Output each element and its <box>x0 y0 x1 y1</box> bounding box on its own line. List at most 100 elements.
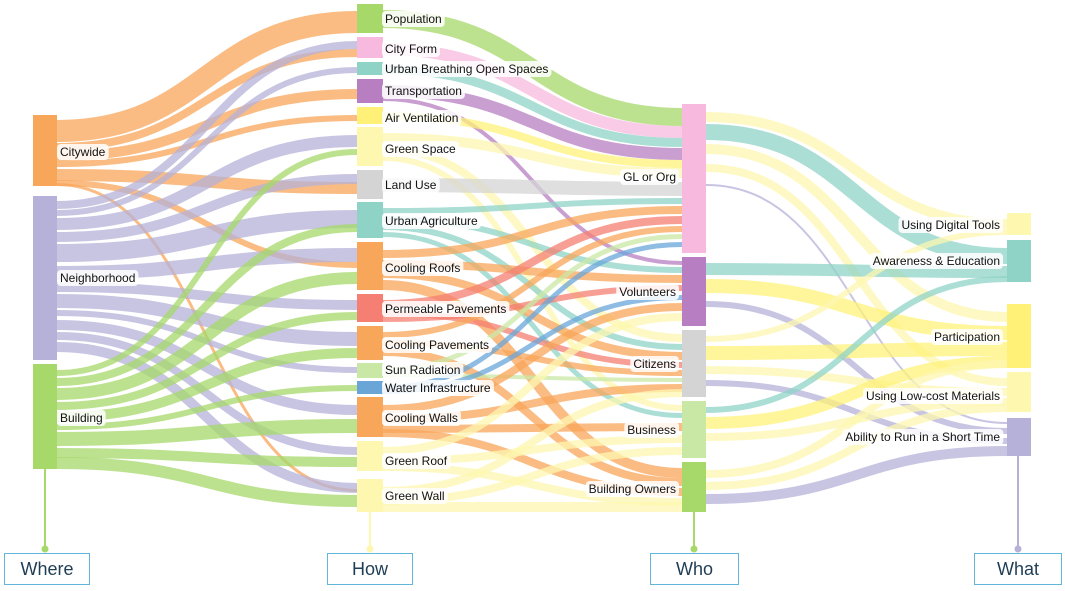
stage-stems-layer <box>41 456 1022 553</box>
label-greenroof: Green Roof <box>385 454 448 468</box>
node-landuse <box>357 170 383 199</box>
label-breathing: Urban Breathing Open Spaces <box>385 62 548 76</box>
label-bg-coolroofs <box>382 260 464 276</box>
link-citywide-population <box>56 11 358 142</box>
link-volunteers-awareness <box>705 263 1008 278</box>
node-cityform <box>357 37 383 58</box>
node-greenspace <box>357 127 383 166</box>
node-neighborhood <box>33 196 57 360</box>
label-bg-water <box>382 380 494 396</box>
link-building-water <box>56 385 358 430</box>
link-owners-lowcost <box>705 404 1008 490</box>
label-bg-coolpave <box>382 337 493 353</box>
link-greenroof-volunteers <box>382 313 683 455</box>
link-neighborhood-cityform <box>56 41 358 209</box>
label-coolroofs: Cooling Roofs <box>385 261 460 275</box>
label-awareness: Awareness & Education <box>873 254 1000 268</box>
label-participation: Participation <box>934 330 1000 344</box>
label-shorttime: Ability to Run in a Short Time <box>845 430 1000 444</box>
label-bg-greenroof <box>382 453 451 469</box>
node-sunrad <box>357 363 383 378</box>
label-citizens: Citizens <box>633 357 676 371</box>
node-population <box>357 4 383 33</box>
node-citizens <box>682 330 706 397</box>
node-citywide <box>33 115 57 186</box>
label-bg-lowcost <box>862 388 1003 404</box>
nodes-layer <box>33 4 1031 512</box>
node-water <box>357 381 383 394</box>
stage-where: Where <box>4 553 90 585</box>
node-coolpave <box>357 326 383 360</box>
link-greenwall-citizens <box>382 389 683 495</box>
stage-how: How <box>327 553 413 585</box>
label-water: Water Infrastructure <box>385 381 491 395</box>
node-gl <box>682 104 706 253</box>
label-bg-permeable <box>382 301 510 317</box>
node-digital <box>1007 213 1031 235</box>
link-building-greenwall <box>56 457 358 507</box>
link-owners-shorttime <box>705 446 1008 504</box>
link-building-greenroof <box>56 448 358 467</box>
label-cityform: City Form <box>385 42 437 56</box>
link-citizens-digital <box>705 229 1008 342</box>
stage-what: What <box>974 553 1062 585</box>
link-urbanag-citizens <box>382 224 683 350</box>
label-greenwall: Green Wall <box>385 489 445 503</box>
label-bg-digital <box>898 217 1003 233</box>
stage-who: Who <box>650 553 739 585</box>
label-bg-coolwalls <box>382 410 461 426</box>
link-coolpave-gl <box>382 226 683 338</box>
node-permeable <box>357 294 383 322</box>
label-bg-volunteers <box>616 284 679 300</box>
link-coolroofs-gl <box>382 206 683 258</box>
label-bg-greenwall <box>382 488 448 504</box>
links-layer <box>56 10 1008 513</box>
link-building-coolwalls <box>56 419 358 446</box>
label-bg-awareness <box>869 253 1003 269</box>
label-bg-citywide <box>57 144 109 160</box>
label-owners: Building Owners <box>589 482 676 496</box>
label-citywide: Citywide <box>60 145 106 159</box>
label-coolpave: Cooling Pavements <box>385 338 489 352</box>
node-awareness <box>1007 240 1031 282</box>
label-bg-population <box>382 11 445 27</box>
label-bg-landuse <box>382 177 440 193</box>
link-neighborhood-permeable <box>56 282 358 310</box>
label-volunteers: Volunteers <box>619 285 676 299</box>
label-coolwalls: Cooling Walls <box>385 411 458 425</box>
label-bg-airvent <box>382 110 462 126</box>
link-gl-awareness <box>705 124 1008 264</box>
label-bg-gl <box>620 169 679 185</box>
label-permeable: Permeable Pavements <box>385 302 506 316</box>
link-neighborhood-coolwalls <box>56 320 358 415</box>
link-owners-participation <box>705 360 1008 478</box>
label-airvent: Air Ventilation <box>385 111 458 125</box>
label-lowcost: Using Low-cost Materials <box>866 389 1000 403</box>
label-population: Population <box>385 12 442 26</box>
label-sunrad: Sun Radiation <box>385 363 460 377</box>
node-building <box>33 364 57 469</box>
labels-layer: CitywideNeighborhoodBuildingPopulationCi… <box>57 11 1004 504</box>
link-building-coolpave <box>56 348 358 422</box>
label-building: Building <box>60 411 103 425</box>
label-bg-shorttime <box>842 429 1004 445</box>
label-bg-participation <box>930 329 1003 345</box>
label-bg-sunrad <box>382 362 464 378</box>
link-permeable-gl <box>382 216 683 308</box>
node-shorttime <box>1007 418 1031 456</box>
label-bg-building <box>57 410 106 426</box>
link-citywide-cityform <box>56 49 358 151</box>
node-volunteers <box>682 257 706 326</box>
link-coolpave-owners <box>382 348 683 486</box>
label-digital: Using Digital Tools <box>902 218 1001 232</box>
node-coolroofs <box>357 242 383 290</box>
link-neighborhood-breathing <box>56 67 358 216</box>
label-business: Business <box>627 423 676 437</box>
label-bg-owners <box>585 481 679 497</box>
link-neighborhood-greenroof <box>56 332 358 455</box>
link-business-participation <box>705 356 1008 429</box>
link-citizens-participation <box>705 342 1008 360</box>
label-bg-breathing <box>382 61 552 77</box>
stage-stem-dot-2 <box>690 545 698 553</box>
